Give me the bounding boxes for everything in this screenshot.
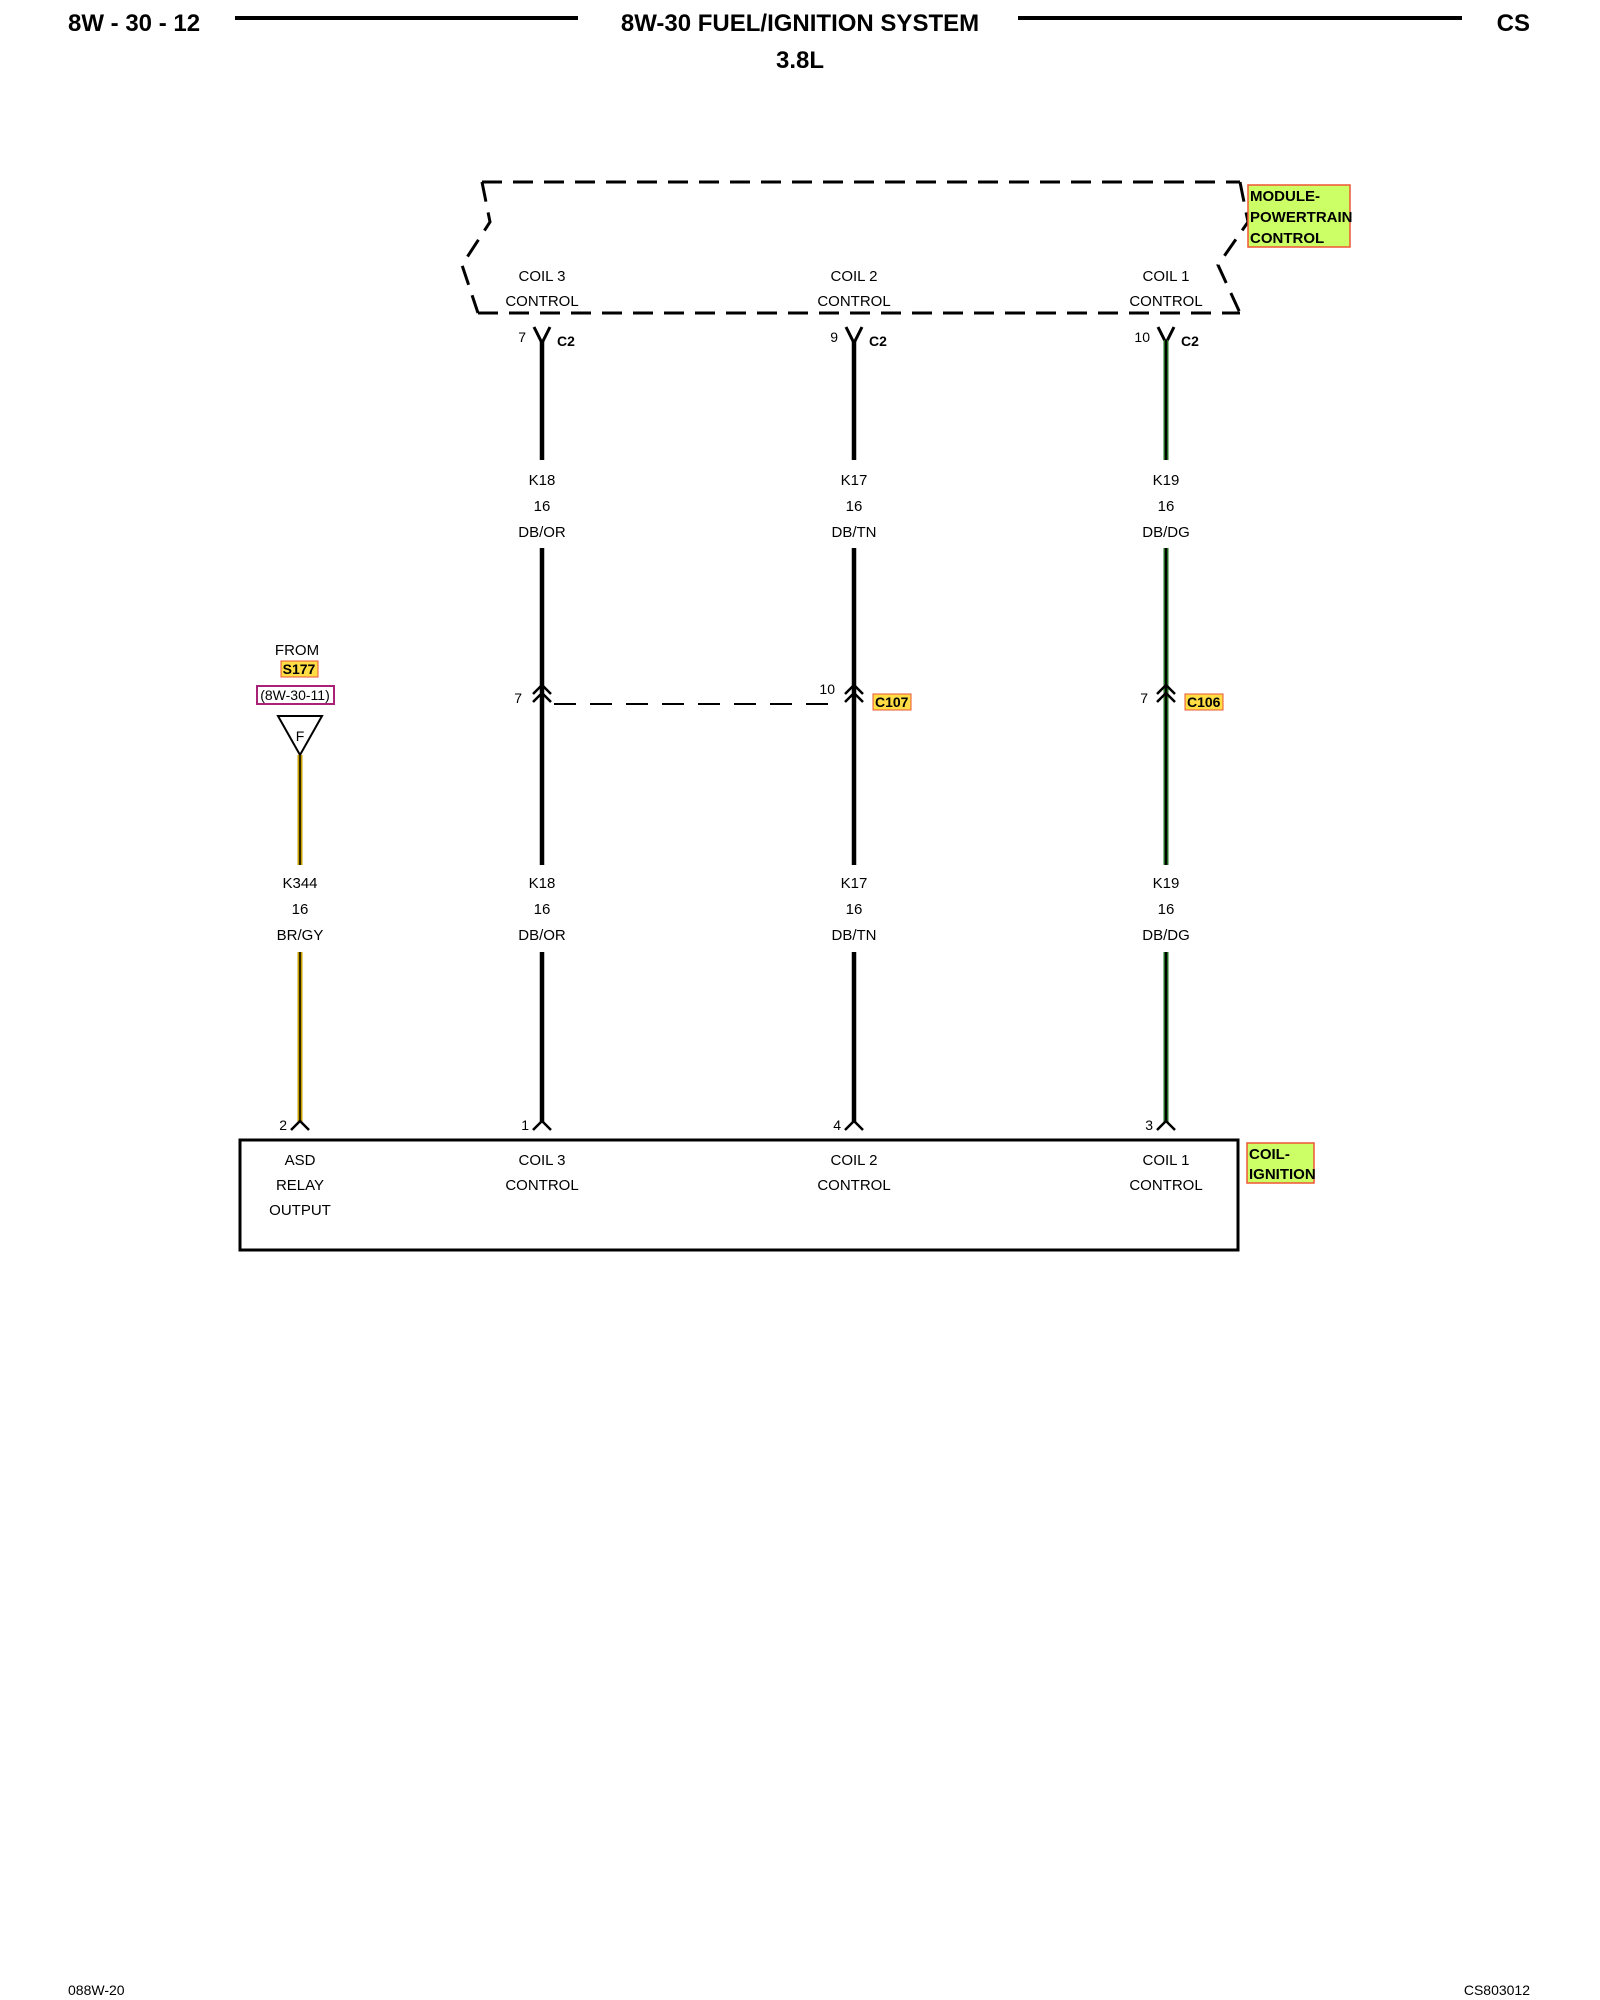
ignition-coil-box — [238, 1138, 1240, 1252]
coil-cavity-coil1: 3 — [1145, 1117, 1153, 1133]
splice-page-ref[interactable]: (8W-30-11) — [260, 687, 330, 703]
pcm-module-outline — [460, 180, 1250, 315]
wire-lower-k19-gauge: 16 — [1158, 901, 1175, 918]
pcm-cavity-coil1: 10 — [1134, 329, 1150, 345]
wire-lower-k18-color: DB/OR — [518, 927, 566, 944]
wire-upper-k19-color: DB/DG — [1142, 524, 1190, 541]
coil-cavity-coil2: 4 — [833, 1117, 841, 1133]
inline-cavity-k17: 10 — [819, 681, 835, 697]
coil-name-line2: IGNITION — [1249, 1166, 1316, 1183]
coil-pin-coil1-line1: COIL 1 — [1143, 1152, 1190, 1169]
pcm-pin-coil3-line2: CONTROL — [505, 293, 578, 310]
pcm-pin-coil2-line1: COIL 2 — [831, 268, 878, 285]
pcm-connector-coil3: C2 — [557, 333, 575, 349]
footer-right-code: CS803012 — [1464, 1982, 1530, 1998]
wire-lower-k344-color: BR/GY — [277, 927, 324, 944]
pcm-pin-coil3-line1: COIL 3 — [519, 268, 566, 285]
page-number: 8W - 30 - 12 — [68, 10, 200, 37]
pcm-pin-coil1-line2: CONTROL — [1129, 293, 1202, 310]
inline-chevron-k19 — [1156, 683, 1176, 703]
wire-upper-k18-gauge: 16 — [534, 498, 551, 515]
wire-lower-k17-circuit: K17 — [841, 875, 868, 892]
inline-connector-chevrons — [532, 683, 1176, 703]
coil-cavity-coil3: 1 — [521, 1117, 529, 1133]
footer-left-code: 088W-20 — [68, 1982, 125, 1998]
wire-upper-k18-color: DB/OR — [518, 524, 566, 541]
coil-pin-asd-line2: RELAY — [276, 1177, 324, 1194]
wire-upper-k17-circuit: K17 — [841, 472, 868, 489]
engine-label: 3.8L — [776, 47, 824, 74]
pcm-connector-coil2: C2 — [869, 333, 887, 349]
wire-lower-k344-gauge: 16 — [292, 901, 309, 918]
pcm-cavity-coil2: 9 — [830, 329, 838, 345]
wire-upper-k19-gauge: 16 — [1158, 498, 1175, 515]
s177-highlight — [280, 660, 319, 678]
coil-name-line1: COIL- — [1249, 1146, 1290, 1163]
wire-lower-k19-color: DB/DG — [1142, 927, 1190, 944]
coil-pin-coil3-line1: COIL 3 — [519, 1152, 566, 1169]
pcm-name-line3: CONTROL — [1250, 230, 1324, 247]
inline-connector-c106: C106 — [1187, 694, 1221, 710]
inline-cavity-k19: 7 — [1140, 690, 1148, 706]
pcm-name-highlight — [1247, 184, 1351, 248]
coil-chevron-coil1 — [1156, 1119, 1176, 1131]
page-title: 8W-30 FUEL/IGNITION SYSTEM — [621, 10, 979, 37]
wire-upper-k17-gauge: 16 — [846, 498, 863, 515]
splice-id: S177 — [283, 661, 316, 677]
inline-chevron-k17 — [844, 683, 864, 703]
wire-lower-k344-circuit: K344 — [282, 875, 317, 892]
coil-pin-coil2-line1: COIL 2 — [831, 1152, 878, 1169]
wire-lower-k17-gauge: 16 — [846, 901, 863, 918]
wire-lower-k19-circuit: K19 — [1153, 875, 1180, 892]
coil-chevron-coil3 — [532, 1119, 552, 1131]
coil-pin-coil2-line2: CONTROL — [817, 1177, 890, 1194]
coil-connector-chevrons — [290, 1119, 1176, 1131]
inline-cavity-k18: 7 — [514, 690, 522, 706]
splice-letter: F — [296, 728, 305, 744]
coil-name-highlight — [1246, 1142, 1315, 1184]
wire-lower-k18-circuit: K18 — [529, 875, 556, 892]
c106-highlight — [1184, 693, 1224, 711]
inline-connector-c107: C107 — [875, 694, 909, 710]
pcm-cavity-coil3: 7 — [518, 329, 526, 345]
coil-pin-asd-line3: OUTPUT — [269, 1202, 331, 1219]
splice-triangle-icon — [276, 715, 324, 758]
coil-chevron-asd — [290, 1119, 310, 1131]
inline-chevron-k18 — [532, 683, 552, 703]
wire-upper-k18-circuit: K18 — [529, 472, 556, 489]
wire-lower-k17-color: DB/TN — [832, 927, 877, 944]
model-code: CS — [1497, 10, 1530, 37]
c107-highlight — [872, 693, 912, 711]
coil-pin-coil3-line2: CONTROL — [505, 1177, 578, 1194]
pcm-pin-coil1-line1: COIL 1 — [1143, 268, 1190, 285]
pcm-name-line2: POWERTRAIN — [1250, 209, 1353, 226]
coil-cavity-asd: 2 — [279, 1117, 287, 1133]
pcm-connector-coil1: C2 — [1181, 333, 1199, 349]
coil-pin-asd-line1: ASD — [285, 1152, 316, 1169]
coil-pin-coil1-line2: CONTROL — [1129, 1177, 1202, 1194]
coil-chevron-coil2 — [844, 1119, 864, 1131]
wire-upper-k19-circuit: K19 — [1153, 472, 1180, 489]
wire-upper-k17-color: DB/TN — [832, 524, 877, 541]
splice-from-label: FROM — [275, 642, 319, 659]
splice-page-ref-box[interactable] — [256, 685, 335, 705]
pcm-name-line1: MODULE- — [1250, 188, 1320, 205]
pcm-pin-coil2-line2: CONTROL — [817, 293, 890, 310]
wire-lower-k18-gauge: 16 — [534, 901, 551, 918]
